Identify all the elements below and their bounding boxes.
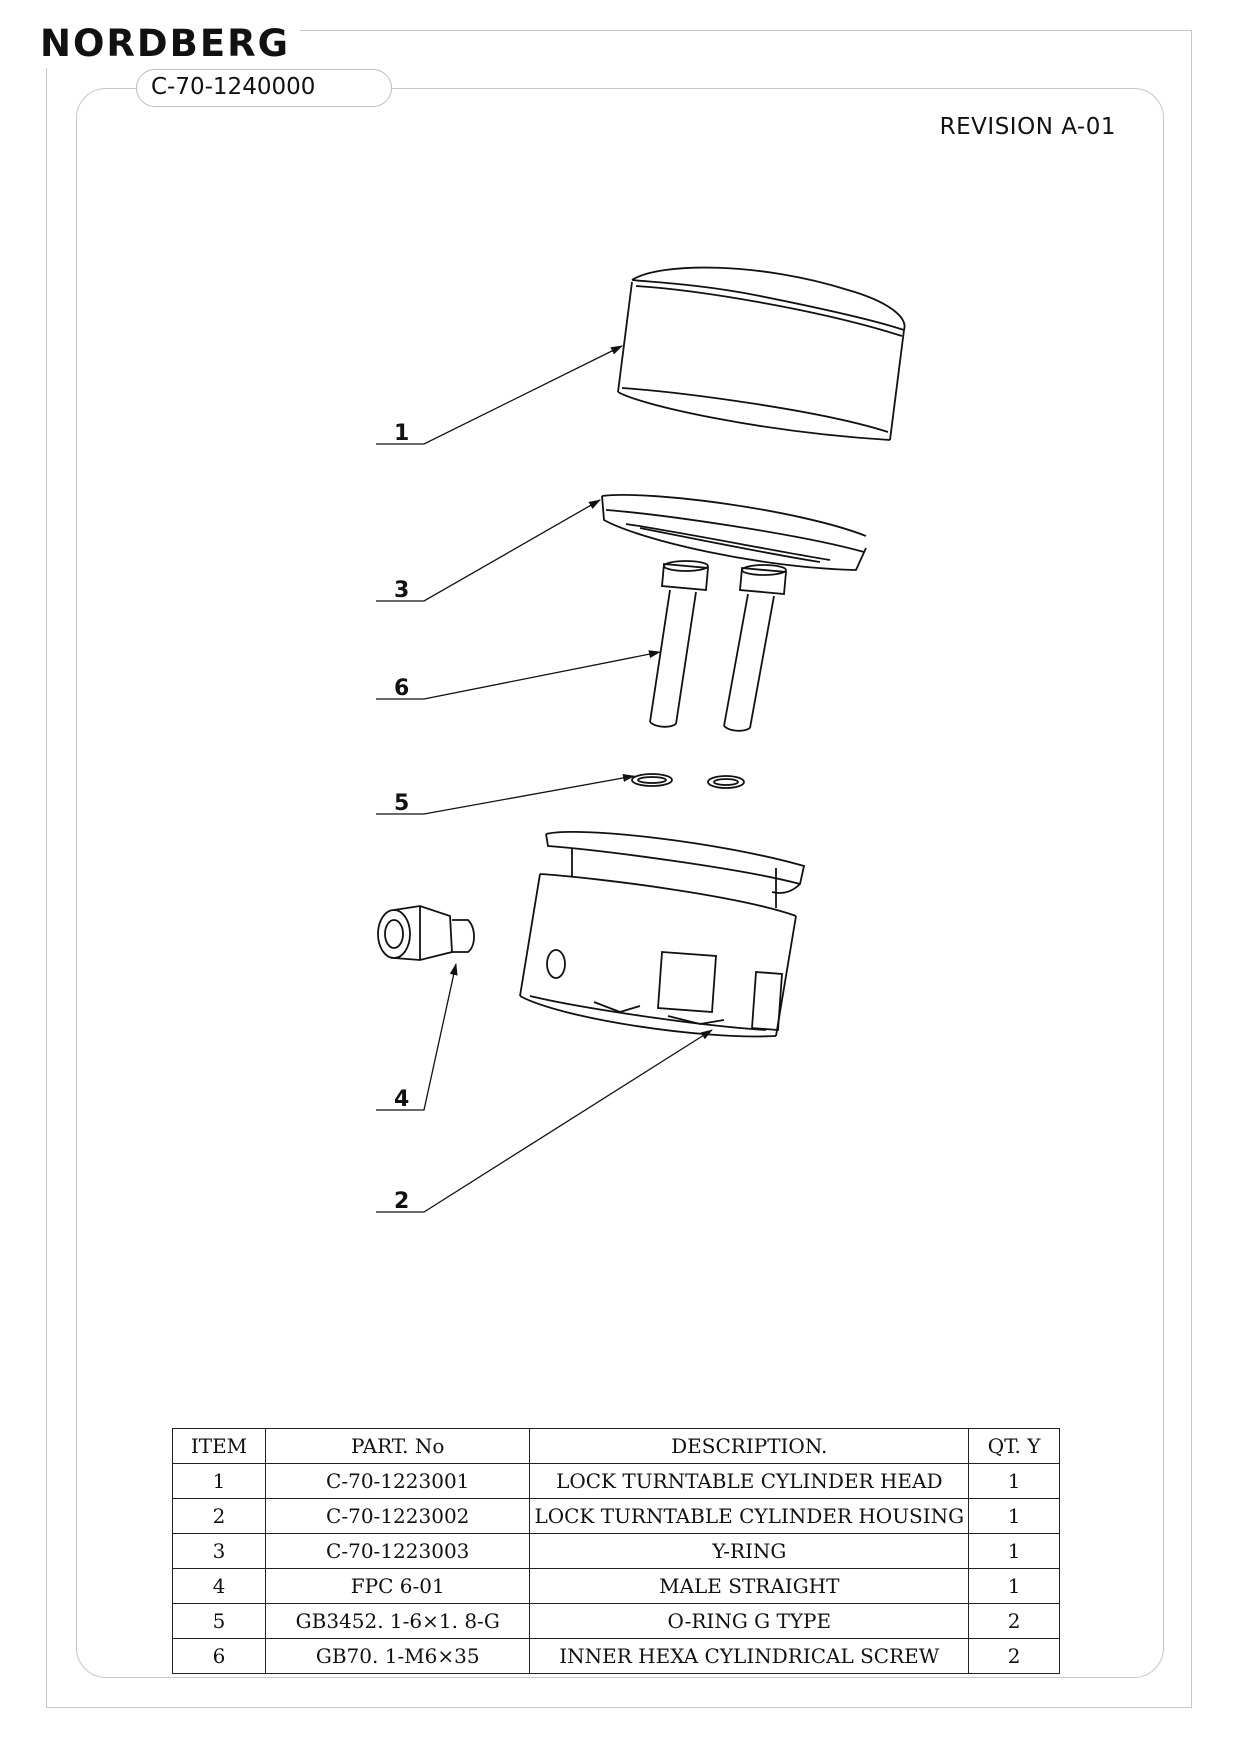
cell-part-no: C-70-1223001 [264,1463,531,1499]
table-row: 6 GB70. 1-M6×35 INNER HEXA CYLINDRICAL S… [172,1638,1060,1674]
cell-part-no: C-70-1223003 [264,1533,531,1569]
header-item: ITEM [172,1428,266,1464]
cell-description: Y-RING [529,1533,970,1569]
brand-logo: NORDBERG [40,20,300,68]
table-row: 1 C-70-1223001 LOCK TURNTABLE CYLINDER H… [172,1463,1060,1499]
part-screws [649,560,787,732]
inner-frame [76,88,1164,1678]
cell-qty: 2 [968,1638,1060,1674]
callout-6: 6 [394,676,409,701]
cell-qty: 1 [968,1568,1060,1604]
table-row: 5 GB3452. 1-6×1. 8-G O-RING G TYPE 2 [172,1603,1060,1639]
cell-part-no: GB70. 1-M6×35 [264,1638,531,1674]
cell-qty: 2 [968,1603,1060,1639]
cell-item: 3 [172,1533,266,1569]
bill-of-materials-table: ITEM PART. No DESCRIPTION. QT. Y 1 C-70-… [172,1428,1060,1674]
cell-item: 2 [172,1498,266,1534]
cell-part-no: C-70-1223002 [264,1498,531,1534]
cell-description: MALE STRAIGHT [529,1568,970,1604]
cell-description: LOCK TURNTABLE CYLINDER HOUSING [529,1498,970,1534]
cell-item: 1 [172,1463,266,1499]
header-part-no: PART. No [264,1428,531,1464]
part-o-rings [631,773,745,789]
cell-qty: 1 [968,1463,1060,1499]
part-cylinder-housing [519,831,806,1038]
cell-item: 5 [172,1603,266,1639]
callout-5: 5 [394,791,409,816]
part-y-ring [601,494,867,571]
cell-part-no: GB3452. 1-6×1. 8-G [264,1603,531,1639]
outer-frame [46,30,1192,1708]
table-row: 4 FPC 6-01 MALE STRAIGHT 1 [172,1568,1060,1604]
header-qty: QT. Y [968,1428,1060,1464]
part-cylinder-head [617,266,906,441]
cell-qty: 1 [968,1533,1060,1569]
callout-4: 4 [394,1087,409,1112]
part-male-straight-fitting [377,905,475,961]
callout-1: 1 [394,421,409,446]
table-row: 2 C-70-1223002 LOCK TURNTABLE CYLINDER H… [172,1498,1060,1534]
cell-description: INNER HEXA CYLINDRICAL SCREW [529,1638,970,1674]
callout-2: 2 [394,1189,409,1214]
callout-3: 3 [394,578,409,603]
cell-part-no: FPC 6-01 [264,1568,531,1604]
table-header-row: ITEM PART. No DESCRIPTION. QT. Y [172,1428,1060,1464]
cell-description: O-RING G TYPE [529,1603,970,1639]
revision-label: REVISION A-01 [939,114,1116,140]
document-number: C-70-1240000 [136,69,392,107]
table-row: 3 C-70-1223003 Y-RING 1 [172,1533,1060,1569]
cell-qty: 1 [968,1498,1060,1534]
cell-description: LOCK TURNTABLE CYLINDER HEAD [529,1463,970,1499]
cell-item: 6 [172,1638,266,1674]
header-description: DESCRIPTION. [529,1428,970,1464]
leader-lines [376,345,713,1213]
cell-item: 4 [172,1568,266,1604]
